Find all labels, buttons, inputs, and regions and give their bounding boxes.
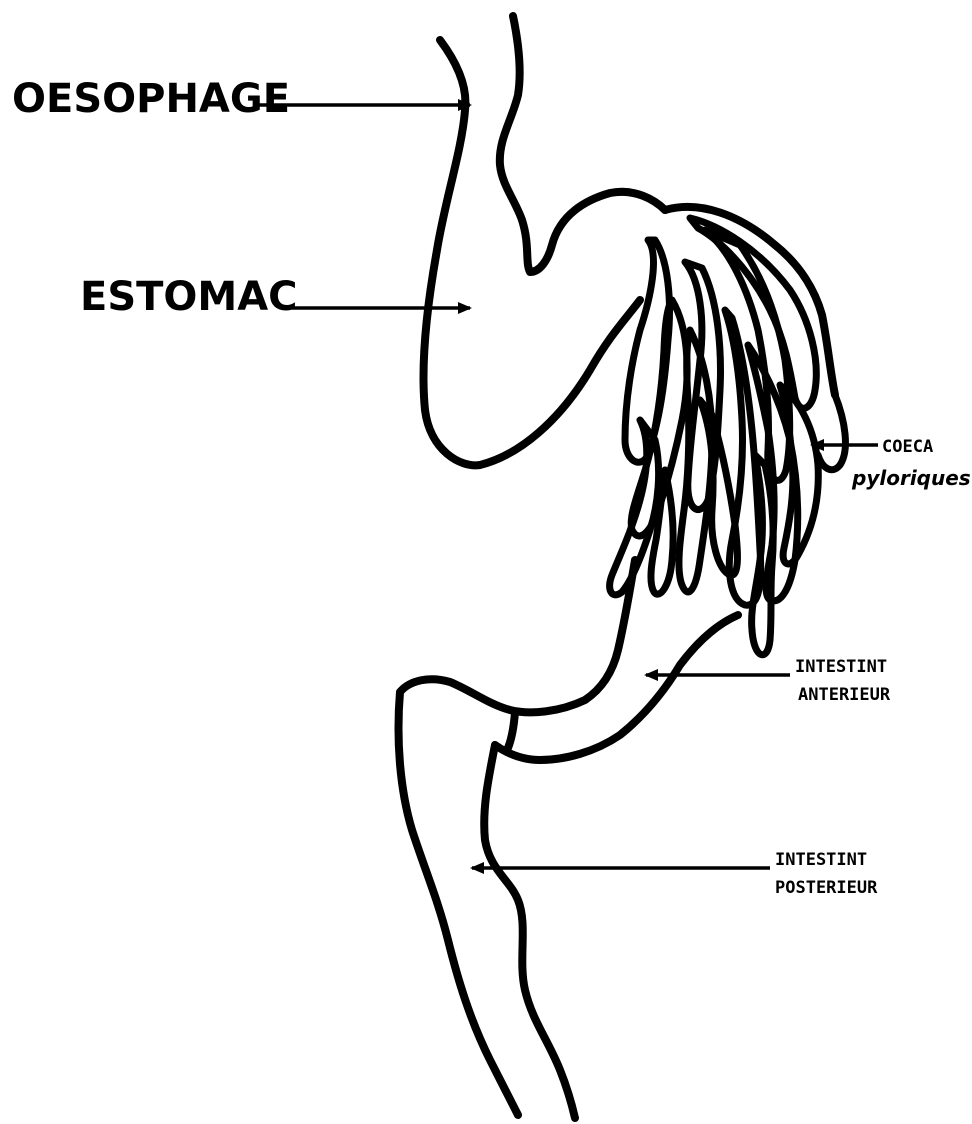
label-intestin-posterieur-2: POSTERIEUR [775, 878, 878, 898]
anterior-intestine-left-wall [400, 560, 635, 712]
label-oesophage: OESOPHAGE [12, 76, 290, 122]
label-pyloriques: pyloriques [851, 466, 971, 490]
label-intestin-anterieur-2: ANTERIEUR [798, 685, 891, 705]
label-intestin-anterieur-1: INTESTINT [795, 657, 887, 677]
anterior-intestine-right-wall [495, 615, 738, 760]
oesophagus-right-wall [500, 16, 665, 272]
label-intestin-posterieur-1: INTESTINT [775, 850, 867, 870]
posterior-intestine-right-wall [484, 745, 575, 1118]
posterior-intestine-left-wall [399, 692, 519, 1115]
label-estomac: ESTOMAC [80, 274, 298, 320]
caeca-outer-right [818, 395, 845, 470]
label-coeca: COECA [882, 437, 933, 457]
pyloric-caeca [610, 218, 819, 655]
intestine-junction [508, 712, 515, 748]
